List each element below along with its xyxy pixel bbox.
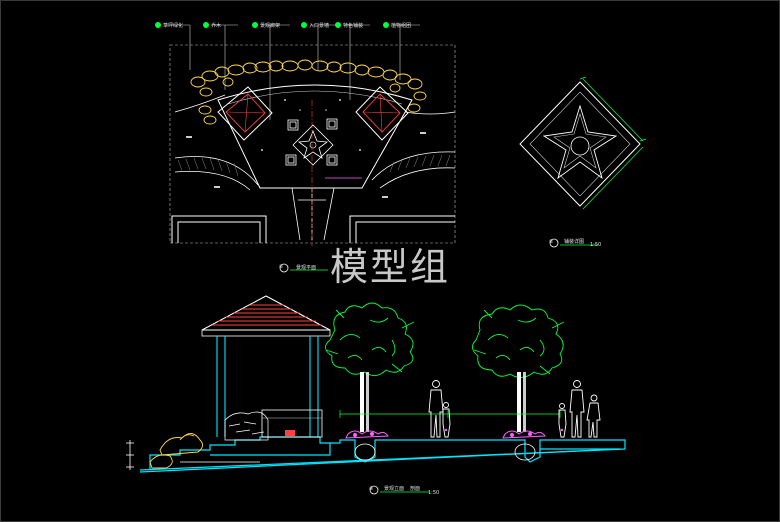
plan-view bbox=[155, 22, 456, 246]
shrub-cluster bbox=[190, 59, 427, 125]
entry-axis bbox=[291, 187, 335, 241]
plan-caption: 景观平面 bbox=[296, 265, 317, 271]
right-pavilion-plan bbox=[355, 86, 409, 141]
callout-1: 草坪绿化 bbox=[163, 23, 184, 29]
central-star-paving bbox=[292, 124, 334, 166]
plan-boundary bbox=[169, 44, 456, 244]
callout-3: 景观廊架 bbox=[260, 23, 281, 29]
detail-dims bbox=[579, 76, 647, 210]
plan-view-number: ① bbox=[279, 264, 284, 270]
section-caption: 景观立面 bbox=[384, 486, 405, 492]
human-figures bbox=[428, 380, 601, 438]
callout-6: 植物组团 bbox=[391, 23, 412, 29]
plan-annotation-marks bbox=[186, 132, 426, 198]
paving-detail bbox=[519, 76, 647, 210]
section-view-number: ③ bbox=[369, 486, 374, 492]
detail-scale: 1:50 bbox=[590, 242, 602, 248]
watermark: 模型组 bbox=[330, 245, 451, 289]
ground-line bbox=[139, 436, 626, 473]
callout-2: 乔木 bbox=[211, 23, 222, 29]
detail-view-number: ② bbox=[549, 239, 554, 245]
steps bbox=[126, 440, 260, 470]
tree-1 bbox=[325, 302, 415, 461]
detail-caption: 铺装详图 bbox=[564, 239, 585, 245]
building-outlines bbox=[171, 215, 455, 243]
pavilion-elevation bbox=[201, 295, 331, 441]
path-hatch bbox=[177, 154, 451, 177]
callout-5: 特色铺装 bbox=[343, 23, 364, 29]
plaza-inner-arc bbox=[227, 90, 403, 105]
section-dim bbox=[339, 410, 561, 418]
callout-4: 入口景墙 bbox=[309, 23, 330, 29]
left-pavilion-plan bbox=[217, 86, 273, 141]
square-planters bbox=[285, 118, 338, 166]
section-elevation bbox=[126, 295, 626, 473]
tree-2 bbox=[472, 304, 565, 461]
callout-leaders bbox=[165, 24, 420, 120]
callout-dots bbox=[155, 22, 389, 28]
section-suffix: 剖面 bbox=[410, 486, 421, 492]
paving-dots bbox=[261, 99, 361, 151]
arc-path bbox=[174, 94, 456, 191]
section-scale: 1:50 bbox=[428, 490, 440, 496]
small-accents bbox=[444, 428, 564, 432]
view-markers bbox=[279, 238, 598, 495]
rock-group bbox=[149, 433, 203, 469]
plaza-outline bbox=[217, 84, 413, 189]
